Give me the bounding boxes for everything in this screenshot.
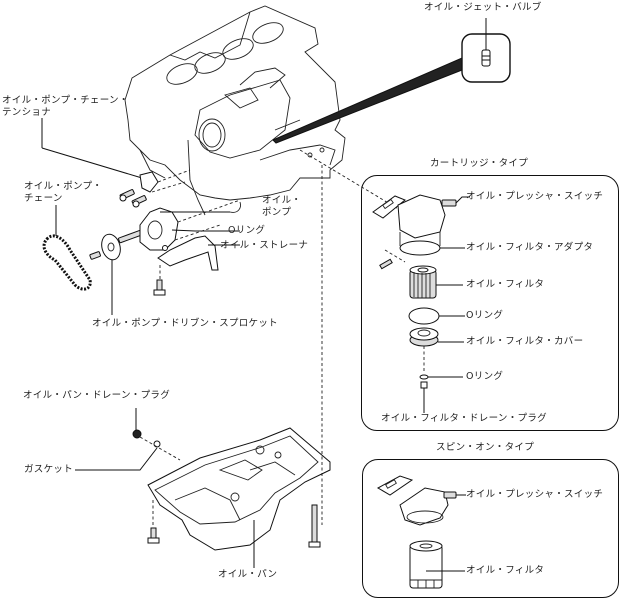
label-oil-pump-chain-line2: チェーン — [24, 193, 63, 204]
spin-on-filter-adapter — [376, 475, 457, 526]
cylinder-block — [124, 5, 346, 216]
spin-on-oil-filter — [409, 540, 443, 589]
oil-pump — [139, 207, 179, 251]
label-oil-pump-chain-tensioner-line2: テンショナ — [2, 107, 52, 118]
label-gasket: ガスケット — [24, 464, 74, 475]
label-oil-pump-chain-tensioner-line1: オイル・ポンプ・チェーン・ — [2, 95, 129, 106]
oil-pump-chain-tensioner — [139, 171, 159, 193]
label-o-ring-1: Oリング — [466, 310, 504, 321]
label-oil-strainer: オイル・ストレーナ — [220, 240, 309, 251]
label-oil-pump-chain-line1: オイル・ポンプ・ — [24, 181, 103, 192]
label-oil-pan: オイル・パン — [218, 569, 278, 580]
oil-pump-chain — [42, 234, 92, 291]
label-oil-filter-drain-plug: オイル・フィルタ・ドレーン・プラグ — [381, 413, 547, 424]
oil-pan-bolt-long — [311, 504, 318, 544]
cartridge-type-title: カートリッジ・タイプ — [430, 158, 529, 169]
label-oil-filter-adapter: オイル・フィルタ・アダプタ — [466, 242, 594, 253]
label-o-ring-pump: Oリング — [228, 225, 266, 236]
cartridge-filter-adapter — [372, 194, 457, 256]
oil-filter-cover — [409, 327, 439, 347]
label-oil-pan-drain-plug: オイル・パン・ドレーン・プラグ — [23, 390, 171, 401]
cartridge-oil-filter — [409, 265, 437, 299]
gasket — [153, 440, 161, 448]
label-o-ring-2: Oリング — [466, 371, 504, 382]
tensioner-bolts — [119, 189, 147, 208]
label-cartridge-oil-pressure-switch: オイル・プレッシャ・スイッチ — [466, 191, 604, 202]
spin-on-type-title: スピン・オン・タイプ — [436, 442, 535, 453]
label-oil-pump-driven-sprocket: オイル・ポンプ・ドリブン・スプロケット — [92, 318, 278, 329]
label-oil-pump-chain-tensioner: オイル・ポンプ・チェーン・ テンショナ — [2, 95, 129, 119]
adapter-bolt — [379, 258, 393, 270]
label-spin-on-oil-filter: オイル・フィルタ — [466, 565, 545, 576]
cartridge-type-box — [361, 175, 619, 431]
label-oil-pump: オイル・ ポンプ — [262, 195, 301, 219]
oil-strainer — [157, 235, 219, 271]
label-oil-pump-chain: オイル・ポンプ・ チェーン — [24, 181, 102, 205]
oil-pan — [147, 427, 331, 551]
label-oil-pump-line1: オイル・ — [262, 195, 302, 206]
label-oil-pump-line2: ポンプ — [262, 207, 292, 218]
label-spin-on-oil-pressure-switch: オイル・プレッシャ・スイッチ — [466, 489, 604, 500]
label-oil-jet-valve: オイル・ジェット・バルブ — [424, 2, 542, 13]
oil-pump-driven-sprocket — [101, 233, 121, 261]
o-ring-pump — [162, 245, 168, 251]
spin-on-type-box — [362, 459, 619, 598]
oil-jet-valve-pointer — [272, 57, 463, 144]
label-cartridge-oil-filter: オイル・フィルタ — [466, 279, 545, 290]
label-oil-filter-cover: オイル・フィルタ・カバー — [466, 336, 584, 347]
oil-pan-drain-plug — [132, 429, 142, 439]
oil-jet-valve-icon — [481, 49, 491, 67]
